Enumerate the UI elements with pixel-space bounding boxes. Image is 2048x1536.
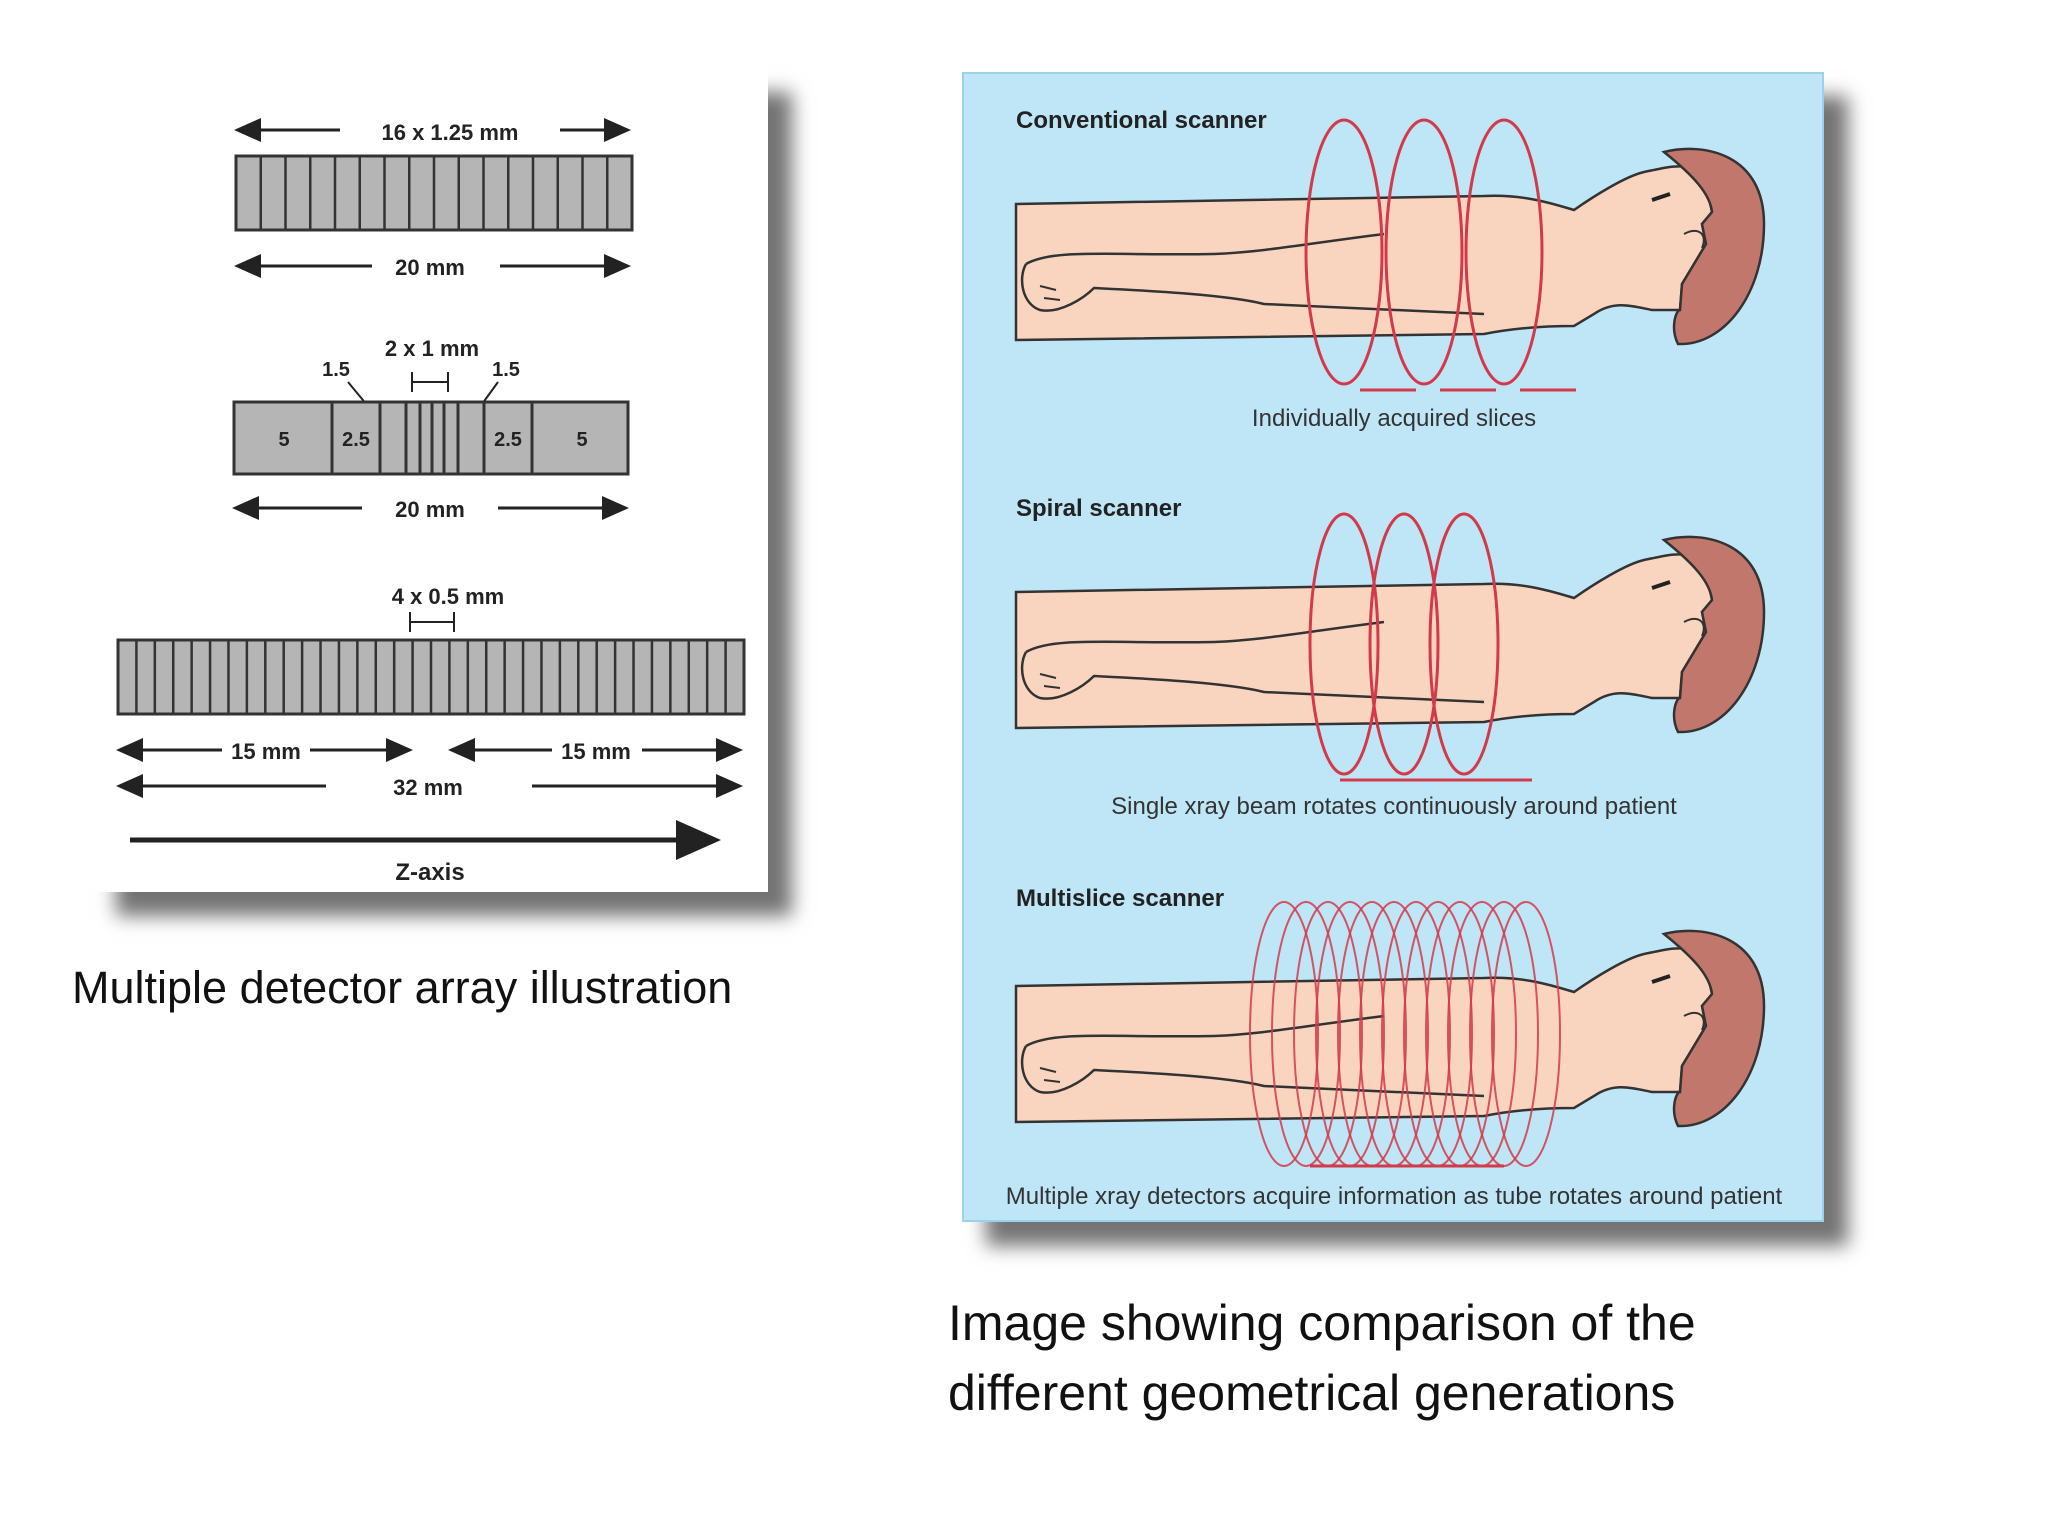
panel-title: Conventional scanner — [1016, 107, 1267, 134]
row3-left-label: 15 mm — [231, 739, 301, 764]
row1-top-label: 16 x 1.25 mm — [382, 120, 519, 145]
panel-title: Multislice scanner — [1016, 885, 1224, 912]
detector-cells — [259, 156, 609, 230]
detector-row-16x1.25: 16 x 1.25 mm 20 mm — [234, 118, 634, 280]
segment-label: 5 — [278, 429, 289, 451]
row1-bottom-label: 20 mm — [395, 255, 465, 280]
multislice-scanner-panel: Multislice scanner Multiple xray detecto… — [1006, 885, 1783, 1210]
right-figure-caption: Image showing comparison of the differen… — [948, 1288, 1848, 1428]
spiral-scanner-panel: Spiral scanner Single xray beam rotates … — [1014, 495, 1766, 820]
beam-helix-turn — [1368, 512, 1440, 776]
row2-bottom-label: 20 mm — [395, 497, 465, 522]
row2-top-label: 2 x 1 mm — [385, 336, 479, 361]
row3-total-label: 32 mm — [393, 775, 463, 800]
detector-array-figure: 16 x 1.25 mm 20 mm 2 x 1 mm 1.5 1.5 — [92, 68, 768, 892]
beam-ring — [1464, 118, 1544, 386]
beam-helix-turn — [1308, 512, 1380, 776]
row2-right-small-label: 1.5 — [492, 359, 520, 381]
conventional-scanner-panel: Conventional scanner Individually acquir… — [1014, 107, 1766, 432]
row2-left-small-label: 1.5 — [322, 359, 350, 381]
scanner-comparison-figure: Conventional scanner Individually acquir… — [962, 72, 1824, 1222]
panel-caption: Individually acquired slices — [1252, 405, 1536, 432]
z-axis-label: Z-axis — [395, 859, 464, 886]
beam-ring — [1271, 901, 1341, 1167]
beam-ring — [1491, 901, 1561, 1167]
panel-caption: Multiple xray detectors acquire informat… — [1006, 1183, 1783, 1210]
scanner-comparison-diagram: Conventional scanner Individually acquir… — [1006, 107, 1783, 1210]
left-figure-caption: Multiple detector array illustration — [72, 962, 733, 1013]
detector-row-4x0.5: 4 x 0.5 mm 15 mm 15 mm 32 mm Z-axis — [116, 584, 746, 886]
panel-caption: Single xray beam rotates continuously ar… — [1111, 793, 1677, 820]
right-caption-line: Image showing comparison of the — [948, 1295, 1696, 1351]
detector-array-diagram: 16 x 1.25 mm 20 mm 2 x 1 mm 1.5 1.5 — [116, 118, 746, 886]
beam-helix-turn — [1428, 512, 1500, 776]
segment-label: 2.5 — [494, 429, 522, 451]
beam-ring — [1304, 118, 1384, 386]
row3-right-label: 15 mm — [561, 739, 631, 764]
patient-figure — [1014, 928, 1766, 1129]
panel-title: Spiral scanner — [1016, 495, 1181, 522]
segment-label: 5 — [576, 429, 587, 451]
detector-cells — [135, 640, 727, 714]
patient-figure — [1014, 534, 1766, 735]
segment-label: 2.5 — [342, 429, 370, 451]
beam-ring — [1249, 901, 1319, 1167]
detector-row-2x1: 2 x 1 mm 1.5 1.5 5 2.5 2.5 5 20 mm — [232, 336, 630, 522]
row3-top-label: 4 x 0.5 mm — [392, 584, 505, 609]
beam-ring — [1384, 118, 1464, 386]
right-caption-line: different geometrical generations — [948, 1365, 1676, 1421]
